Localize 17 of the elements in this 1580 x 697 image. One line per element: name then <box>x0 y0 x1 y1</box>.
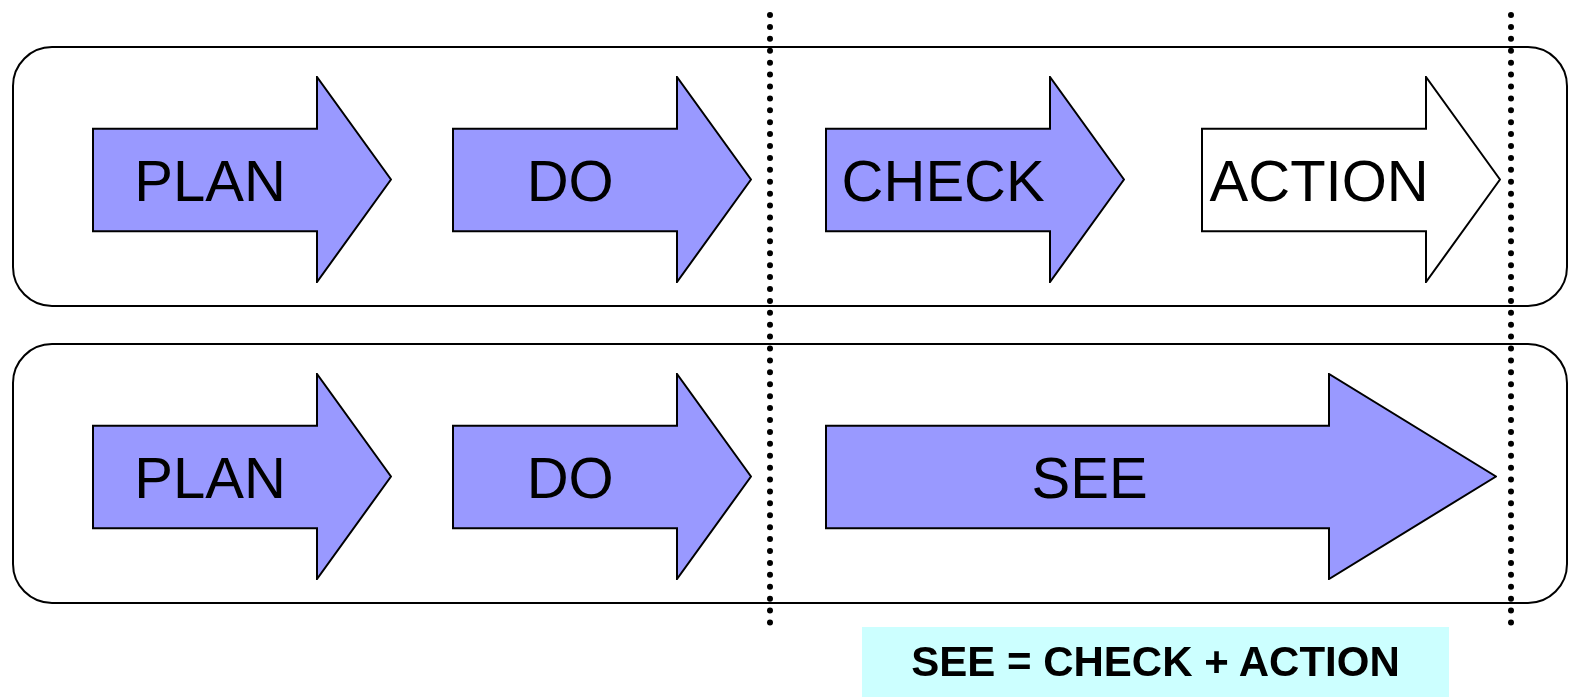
arrow-label: DO <box>525 146 615 215</box>
arrow-shape <box>452 76 752 283</box>
arrow-label: PLAN <box>133 146 287 215</box>
arrow-label: ACTION <box>1208 146 1430 215</box>
arrow-shape <box>452 373 752 580</box>
arrow-label: DO <box>525 443 615 512</box>
rounded-panel <box>12 343 1568 604</box>
rounded-panel <box>12 46 1568 307</box>
arrow-label: SEE <box>1030 443 1149 512</box>
formula-label: SEE = CHECK + ACTION <box>862 627 1449 697</box>
arrow-label: PLAN <box>133 443 287 512</box>
arrow-shape <box>92 76 392 283</box>
arrow-shape <box>1201 76 1501 283</box>
arrow-shape <box>92 373 392 580</box>
arrow-shape <box>825 373 1497 580</box>
arrow-shape <box>825 76 1125 283</box>
arrow-label: CHECK <box>840 146 1046 215</box>
